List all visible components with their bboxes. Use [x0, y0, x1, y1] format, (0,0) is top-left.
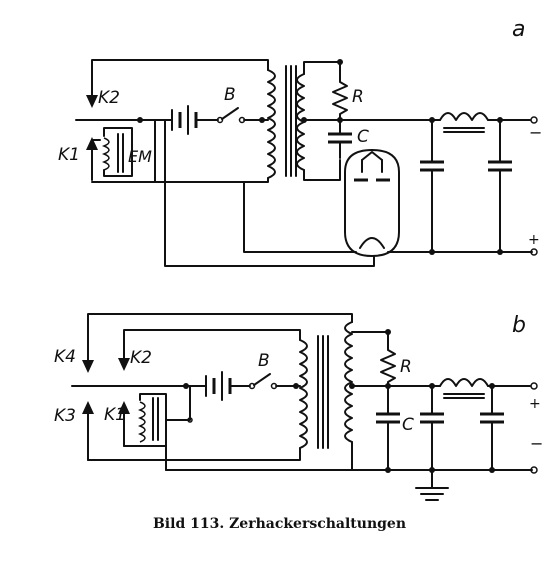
k1-arrow-b: [118, 401, 130, 414]
battery-b: [205, 371, 251, 401]
label-k4: K4: [54, 347, 76, 367]
label-k2-b: K2: [130, 348, 152, 368]
label-plus-b: +: [529, 396, 541, 412]
capacitor-c-b: [376, 385, 400, 473]
switch-b-a: [216, 107, 263, 124]
junction-a1: [137, 117, 143, 123]
electromagnet-em: [101, 127, 133, 177]
rectifier-tube-a: [344, 149, 400, 257]
filter-cap-2-b: [480, 383, 504, 473]
k3-arrow: [82, 401, 94, 414]
terminal-minus-a: [530, 116, 538, 124]
label-k2-a: K2: [98, 88, 120, 108]
filter-choke-b: [439, 378, 531, 399]
resistor-r-b: [380, 329, 396, 387]
label-c-b: C: [402, 415, 414, 435]
switch-b-b: [248, 373, 297, 390]
label-plus-a: +: [528, 232, 540, 248]
label-b-b: B: [258, 351, 270, 371]
ground-symbol-b: [415, 469, 449, 501]
label-r-b: R: [400, 357, 412, 377]
wire-k2-loop-b: [123, 329, 301, 369]
transformer-b: [293, 315, 389, 471]
label-c-a: C: [357, 127, 369, 147]
k2-arrow: [86, 95, 98, 108]
terminal-plus-b: [530, 382, 538, 390]
filter-cap-1-b: [420, 383, 444, 473]
panel-a-tag: a: [512, 17, 525, 42]
circuit-a: a K2 B K1: [58, 17, 542, 267]
k1-arrow: [86, 137, 98, 150]
label-minus-b: −: [530, 434, 543, 453]
label-k1-a: K1: [58, 145, 80, 165]
circuit-b: b K4 K2 B K3 K1: [54, 313, 543, 501]
filter-cap-2-a: [488, 117, 512, 255]
label-r-a: R: [352, 87, 364, 107]
filter-cap-1-a: [420, 117, 444, 255]
wire-heater-loop-a: [164, 119, 375, 267]
label-minus-a: −: [529, 123, 542, 142]
label-k1-b: K1: [104, 405, 126, 425]
k4-arrow: [82, 360, 94, 373]
terminal-minus-b: [530, 466, 538, 474]
em-tap-b: [187, 417, 193, 423]
panel-b-tag: b: [512, 313, 526, 338]
filter-choke-a: [439, 112, 531, 133]
resistor-r-a: [332, 59, 348, 121]
wire-dc-return-a: [243, 181, 357, 253]
electromagnet-b: [123, 393, 167, 447]
k2-arrow-b: [118, 358, 130, 371]
transformer-a: [154, 61, 341, 183]
junction-b1: [183, 383, 189, 389]
label-em: EM: [128, 147, 152, 166]
wire-em-feed-b: [165, 385, 191, 421]
terminal-plus-a: [530, 248, 538, 256]
battery-a: [171, 105, 219, 135]
label-b-a: B: [224, 85, 236, 105]
figure-caption: Bild 113. Zerhackerschaltungen: [152, 516, 407, 532]
capacitor-c-a: [328, 119, 352, 159]
wire-return-b: [87, 447, 301, 461]
label-k3: K3: [54, 406, 76, 426]
